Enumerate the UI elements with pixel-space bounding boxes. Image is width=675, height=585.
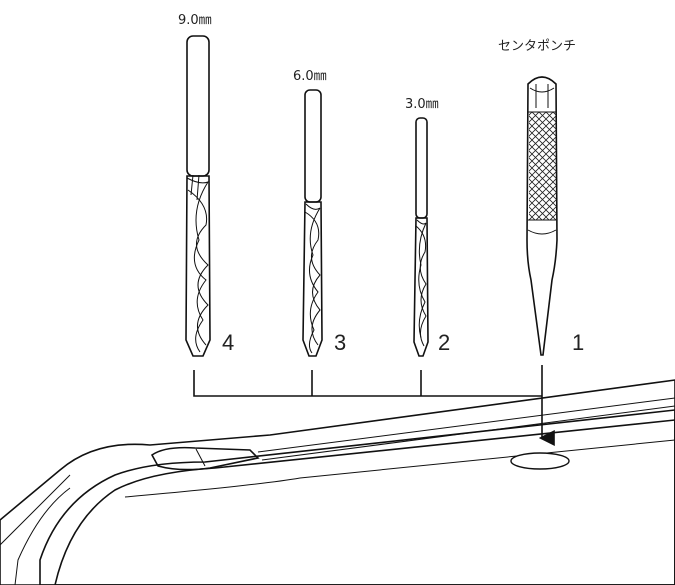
drill-bit-6mm [302, 89, 323, 357]
roof-rim [39, 409, 675, 585]
punch-knurl [529, 112, 556, 220]
roof-panel [0, 379, 675, 585]
step-number-1: 1 [572, 330, 584, 355]
step-number-3: 3 [334, 330, 346, 355]
drill-6mm-size-label: 6.0㎜ [293, 69, 327, 84]
drill-target-hole [510, 452, 570, 470]
roof-front-cap [150, 446, 260, 471]
drill-3mm-size-label: 3.0㎜ [405, 97, 439, 112]
roof-cap-ridge [195, 448, 206, 467]
sequence-bracket [193, 365, 555, 446]
drill-9mm-size-label: 9.0㎜ [178, 13, 212, 28]
roof-trim-strip [257, 397, 675, 453]
step-number-2: 2 [438, 330, 450, 355]
roof-outer-edge [0, 379, 675, 585]
roof-side-line-1 [0, 474, 71, 546]
center-punch [526, 76, 558, 356]
drill-bit-3mm [413, 117, 429, 357]
step-number-4: 4 [222, 330, 234, 355]
roof-trim-strip-2 [261, 405, 675, 461]
center-punch-label: センタポンチ [498, 39, 576, 54]
roof-molding-line [124, 439, 675, 498]
roof-side-line-2 [14, 487, 71, 585]
drill-bit-9mm [185, 35, 211, 357]
